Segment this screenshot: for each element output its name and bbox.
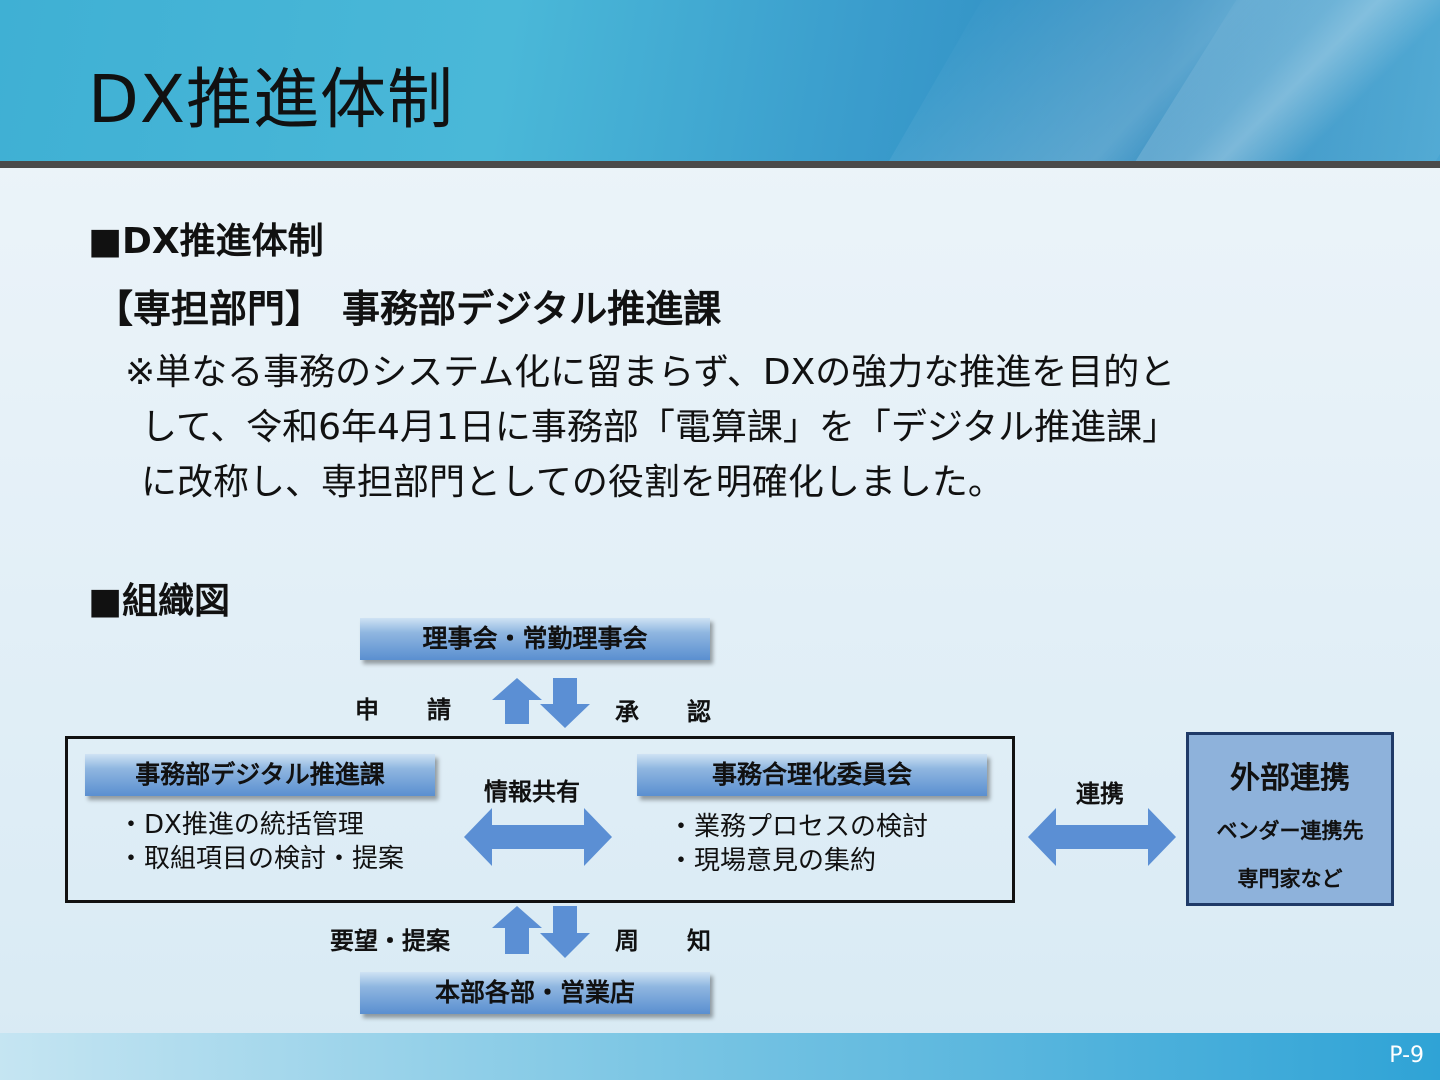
list-item: 取組項目の検討・提案 (118, 842, 404, 876)
note-line-3: に改称し、専担部門としての役割を明確化しました。 (141, 462, 1004, 503)
external-cooperation-title: 外部連携 (1230, 761, 1350, 796)
external-experts: 専門家など (1237, 867, 1343, 891)
list-item: DX推進の統括管理 (118, 808, 404, 842)
rationalization-committee-box: 事務合理化委員会 (637, 754, 987, 796)
note-line-2: して、令和6年4月1日に事務部「電算課」を「デジタル推進課」 (141, 407, 1179, 448)
section-heading-org-chart: ■組織図 (88, 581, 231, 622)
external-cooperation-box: 外部連携 ベンダー連携先 専門家など (1186, 732, 1394, 906)
title-band: DX推進体制 (0, 0, 1440, 168)
up-arrow-icon (492, 906, 542, 954)
dx-organization-frame (65, 736, 1015, 903)
committee-duties-list: 業務プロセスの検討 現場意見の集約 (668, 810, 928, 878)
footer-band: P-9 (0, 1033, 1440, 1080)
title-band-shadow (0, 161, 1440, 168)
request-proposal-label: 要望・提案 (330, 927, 450, 955)
double-arrow-icon (1028, 808, 1176, 866)
board-box: 理事会・常勤理事会 (360, 618, 710, 660)
branches-box: 本部各部・営業店 (360, 972, 710, 1014)
external-vendors: ベンダー連携先 (1216, 819, 1364, 843)
down-arrow-icon (540, 906, 590, 958)
list-item: 業務プロセスの検討 (668, 810, 928, 844)
down-arrow-icon (540, 678, 590, 728)
list-item: 現場意見の集約 (668, 844, 928, 878)
notify-label: 周 知 (615, 927, 711, 955)
digital-promotion-division-box: 事務部デジタル推進課 (85, 754, 435, 796)
double-arrow-icon (464, 808, 612, 866)
dedicated-department: 【専担部門】 事務部デジタル推進課 (95, 287, 722, 331)
note-paragraph: ※単なる事務のシステム化に留まらず、DXの強力な推進を目的と して、令和6年4月… (125, 345, 1355, 510)
page-number: P-9 (1389, 1043, 1424, 1068)
division-duties-list: DX推進の統括管理 取組項目の検討・提案 (118, 808, 404, 876)
section-heading-dx: ■DX推進体制 (88, 221, 324, 262)
cooperation-label: 連携 (1076, 780, 1124, 808)
note-line-1: ※単なる事務のシステム化に留まらず、DXの強力な推進を目的と (125, 352, 1176, 393)
info-sharing-label: 情報共有 (484, 778, 580, 806)
approve-label: 承 認 (615, 698, 711, 726)
up-arrow-icon (492, 678, 542, 724)
page-title: DX推進体制 (88, 61, 455, 138)
apply-label: 申 請 (355, 696, 451, 724)
